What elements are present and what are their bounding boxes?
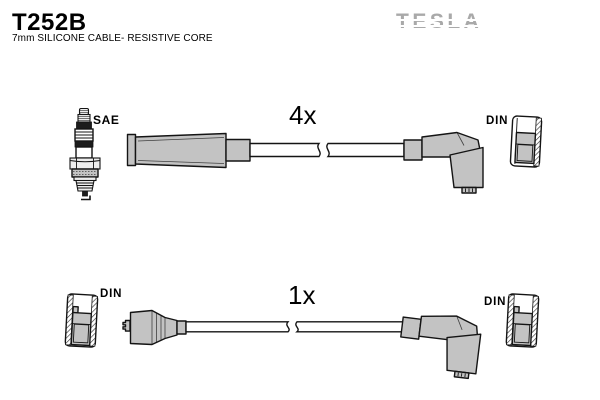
din-connector-icon-top-right [509,115,543,168]
din-connector-label-top-right: DIN [486,115,509,127]
din-connector-label-bottom-left: DIN [100,288,123,300]
tesla-logo: TESLA [396,10,483,33]
din-connector-icon-bottom-left [64,293,99,348]
cable-bottom [185,321,404,333]
cable-break-icon [295,321,404,333]
product-subtitle: 7mm SILICONE CABLE- RESISTIVE CORE [12,33,213,44]
part-number: T252B [12,9,87,36]
tesla-logo-stripe [393,19,495,22]
distributor-boot-icon [122,309,187,346]
angled-boot-icon-top [403,131,484,194]
angled-boot-icon-bottom [396,308,484,381]
din-connector-label-bottom-right: DIN [484,296,507,308]
tesla-logo-stripe [393,24,495,27]
cable-break-icon [326,142,405,158]
din-connector-icon-bottom-right [505,293,540,348]
quantity-label-top: 4x [289,100,317,130]
straight-boot-icon [126,132,251,169]
sae-connector-label: SAE [93,113,120,127]
quantity-label-bottom: 1x [288,280,316,310]
spark-plug-icon [69,107,101,201]
cable-top [249,142,405,158]
